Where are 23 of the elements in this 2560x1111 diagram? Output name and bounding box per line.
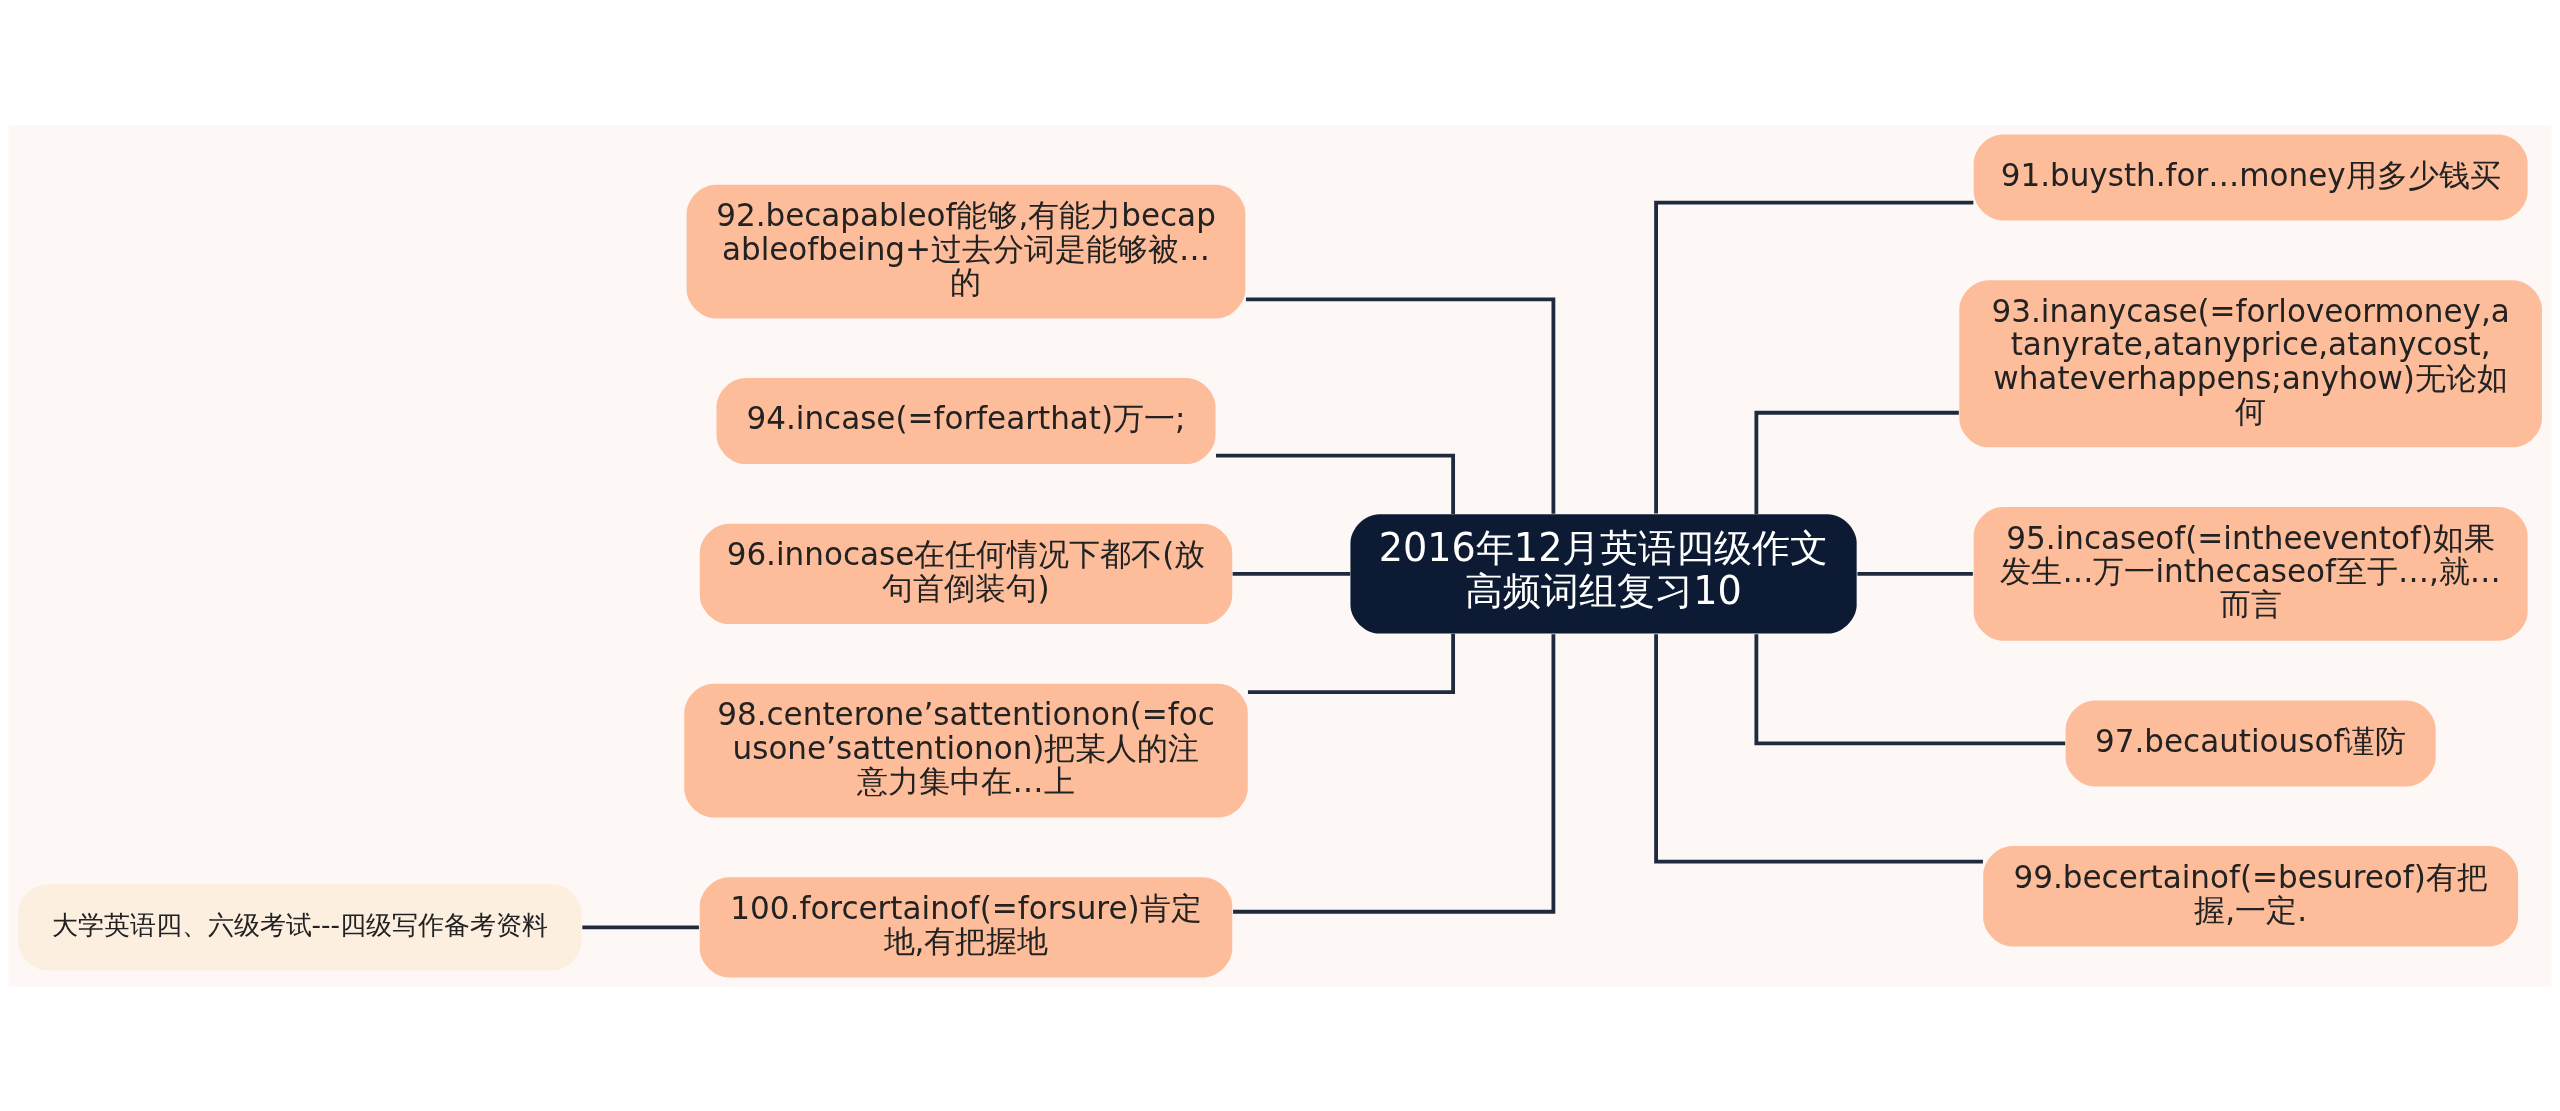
node-box: 100.forcertainof(=forsure)肯定地,有把握地 (699, 876, 1233, 977)
connector (1654, 633, 1983, 864)
connector (1857, 571, 1973, 576)
connector (1754, 633, 2066, 745)
node-box: 99.becertainof(=besureof)有把握,一定. (1983, 845, 2519, 946)
connector (1233, 633, 1556, 914)
connector (1232, 571, 1351, 576)
node-box: 97.becautiousof谨防 (2065, 699, 2436, 786)
node-box: 大学英语四、六级考试---四级写作备考资料 (18, 883, 582, 970)
node-box: 94.incase(=forfearthat)万一; (716, 377, 1216, 464)
node-box: 98.centerone’sattentionon(=focusone’sattentionon)把某人的注意力集中在…上 (684, 683, 1248, 817)
node-box: 2016年12月英语四级作文高频词组复习10 (1350, 513, 1857, 634)
connector (1245, 296, 1556, 514)
connector (582, 924, 699, 929)
node-box: 91.buysth.for…money用多少钱买 (1973, 134, 2528, 220)
connector (1754, 410, 1959, 514)
connector (1216, 453, 1456, 514)
node-box: 93.inanycase(=forloveormoney,atanyrate,atanyprice,atanycost,whateverhappens;anyhow)无论如何 (1959, 279, 2542, 447)
connector (1654, 200, 1974, 513)
node-box: 95.incaseof(=intheeventof)如果发生…万一inthecaseof至于…,就…而言 (1973, 506, 2528, 641)
node-box: 92.becapableof能够,有能力becapableofbeing+过去分词是能够被…的 (686, 184, 1246, 318)
connector (1247, 633, 1456, 694)
node-box: 96.innocase在任何情况下都不(放句首倒装句) (699, 523, 1233, 624)
